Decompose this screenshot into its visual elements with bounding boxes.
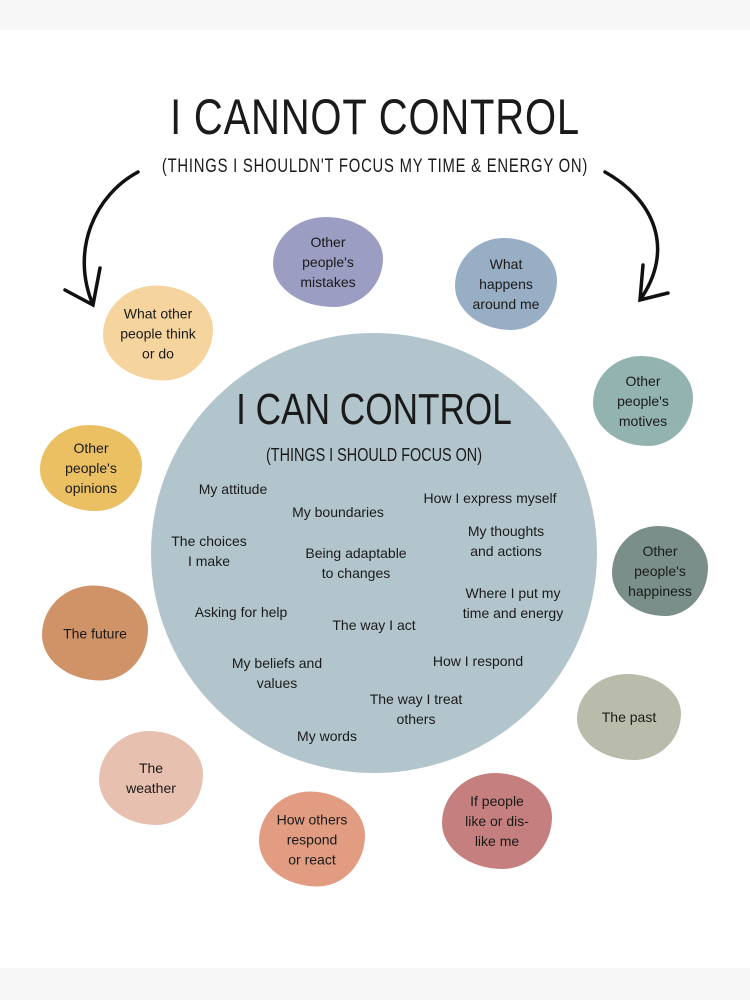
inner-item: Where I put my time and energy (462, 585, 564, 621)
inner-item: My boundaries (292, 504, 384, 520)
inner-subtitle: (THINGS I SHOULD FOCUS ON) (265, 445, 482, 465)
inner-item: The way I treat others (369, 691, 463, 727)
inner-item: The choices I make (171, 533, 247, 569)
blob-opinions: Other people's opinions (40, 425, 142, 511)
inner-item: My beliefs and values (231, 655, 323, 691)
main-subtitle: (THINGS I SHOULDN'T FOCUS MY TIME & ENER… (161, 156, 589, 177)
blob-happiness: Other people's happiness (612, 526, 708, 616)
main-title: I CANNOT CONTROL (170, 89, 580, 145)
inner-item: Asking for help (194, 604, 288, 620)
blob-future: The future (42, 585, 148, 681)
blob-respond: How others respond or react (259, 791, 365, 887)
blob-like: If people like or dis- like me (442, 773, 552, 869)
inner-item: My words (297, 728, 357, 744)
left-arrow-icon (63, 170, 140, 308)
inner-item: Being adaptable to changes (305, 545, 407, 581)
inner-item: How I express myself (423, 490, 557, 506)
blob-think: What other people think or do (103, 285, 213, 381)
blob-mistakes: Other people's mistakes (273, 217, 383, 307)
blob-past: The past (577, 674, 681, 760)
blob-happens: What happens around me (455, 238, 557, 330)
can-control-circle (151, 333, 597, 773)
inner-item: My attitude (198, 481, 268, 497)
right-arrow-icon (603, 170, 670, 303)
inner-item: The way I act (332, 617, 416, 633)
top-band (0, 0, 750, 30)
inner-item: My thoughts and actions (467, 523, 545, 559)
blob-weather: The weather (99, 731, 203, 825)
inner-title: I CAN CONTROL (236, 385, 512, 434)
blob-motives: Other people's motives (593, 356, 693, 446)
bottom-band (0, 968, 750, 1000)
inner-item: How I respond (432, 653, 524, 669)
